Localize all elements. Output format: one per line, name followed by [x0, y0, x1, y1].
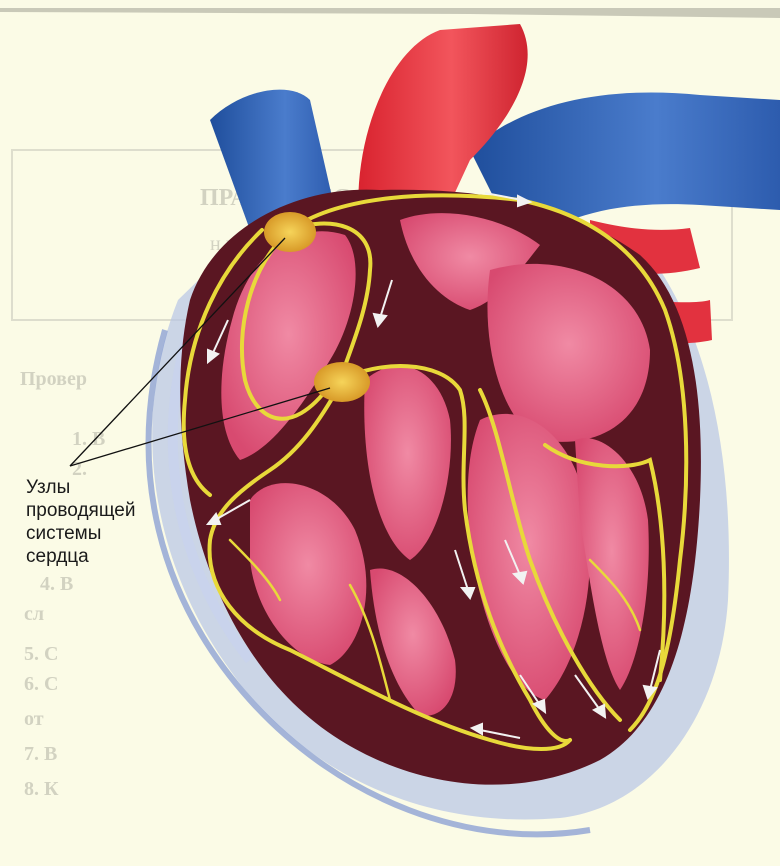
conduction-nodes-label: Узлы проводящей системы сердца — [26, 476, 135, 568]
background-item: от — [24, 708, 44, 730]
background-section: Провер — [20, 368, 87, 390]
background-item: 8. К — [24, 778, 59, 800]
background-item: 7. В — [24, 743, 57, 765]
label-line: сердца — [26, 545, 135, 568]
background-item: 5. С — [24, 643, 58, 665]
background-item: сл — [24, 603, 44, 625]
atrioventricular-node — [314, 362, 370, 402]
background-item: 6. С — [24, 673, 58, 695]
scan-edge — [0, 8, 780, 18]
sinoatrial-node — [264, 212, 316, 252]
label-line: проводящей — [26, 499, 135, 522]
label-line: Узлы — [26, 476, 135, 499]
label-line: системы — [26, 522, 135, 545]
background-item: 4. В — [40, 573, 73, 595]
